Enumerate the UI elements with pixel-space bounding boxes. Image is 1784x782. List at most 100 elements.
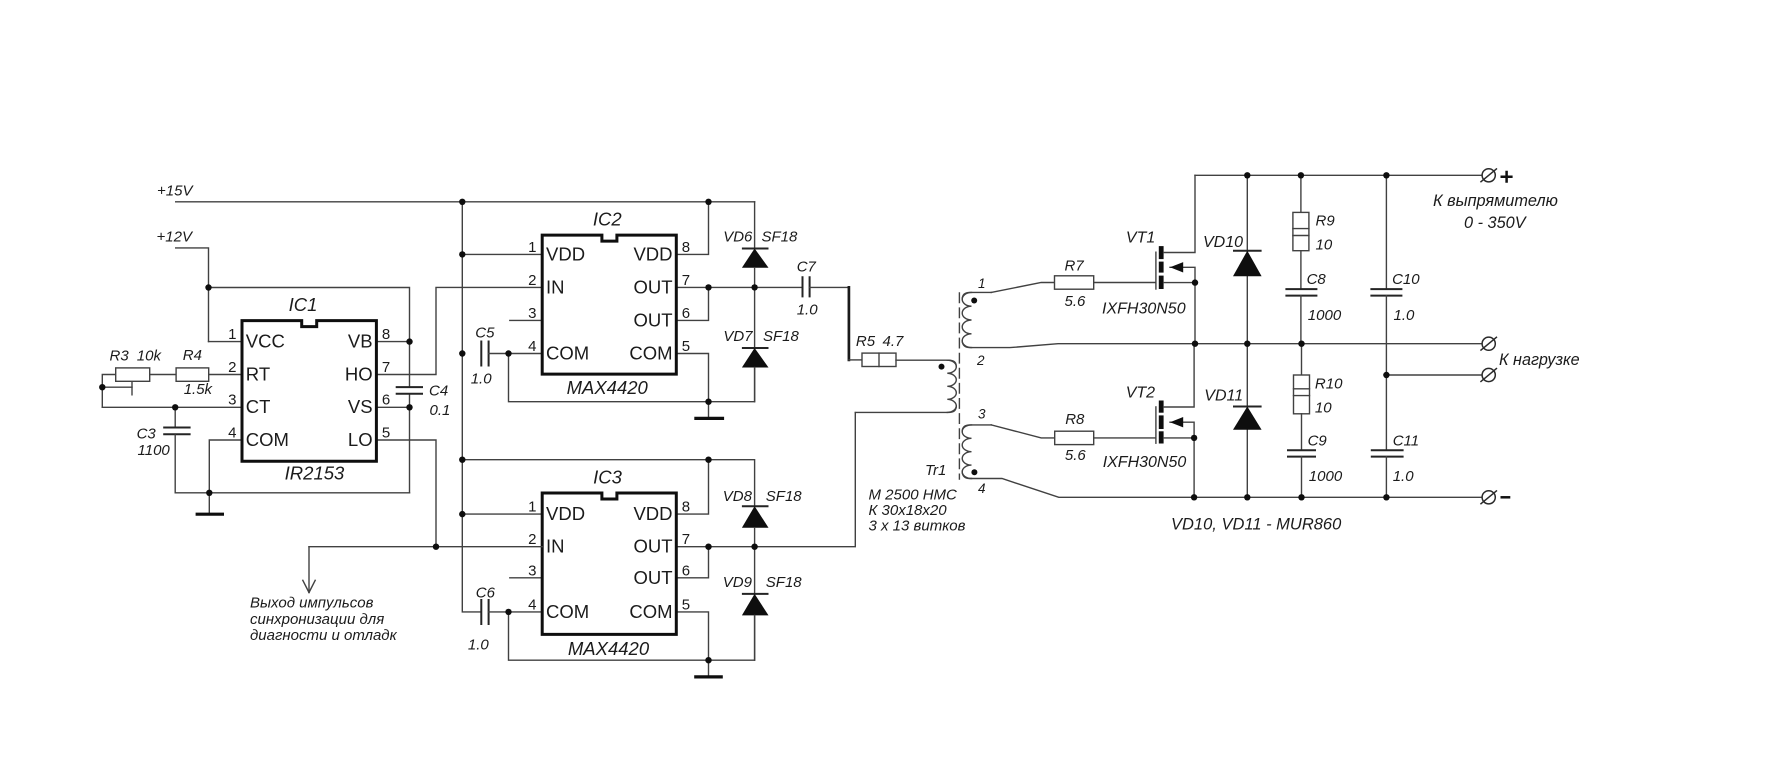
svg-text:VCC: VCC xyxy=(246,331,285,352)
svg-text:5: 5 xyxy=(382,425,390,442)
svg-text:1.0: 1.0 xyxy=(797,302,819,319)
svg-text:1000: 1000 xyxy=(1308,307,1342,324)
svg-text:синхронизации для: синхронизации для xyxy=(250,611,384,628)
svg-text:8: 8 xyxy=(382,326,390,343)
svg-text:7: 7 xyxy=(382,359,390,376)
svg-text:IC1: IC1 xyxy=(289,294,318,315)
svg-text:3: 3 xyxy=(528,562,536,579)
svg-text:OUT: OUT xyxy=(633,536,672,557)
svg-text:VD7: VD7 xyxy=(723,328,753,345)
svg-text:3 х 13 витков: 3 х 13 витков xyxy=(869,518,966,535)
svg-text:4: 4 xyxy=(528,596,536,613)
svg-text:4: 4 xyxy=(228,425,236,442)
svg-text:VD10: VD10 xyxy=(1203,234,1243,251)
svg-text:5: 5 xyxy=(682,596,690,613)
svg-text:Tr1: Tr1 xyxy=(925,462,946,479)
svg-text:Выход импульсов: Выход импульсов xyxy=(250,594,374,611)
svg-text:IXFH30N50: IXFH30N50 xyxy=(1102,301,1186,318)
svg-text:4: 4 xyxy=(528,338,536,355)
svg-text:1.0: 1.0 xyxy=(1393,468,1415,485)
svg-text:1100: 1100 xyxy=(138,442,171,459)
svg-text:VB: VB xyxy=(348,331,373,352)
svg-text:VT2: VT2 xyxy=(1126,384,1155,401)
svg-text:MAX4420: MAX4420 xyxy=(568,638,650,659)
svg-text:C4: C4 xyxy=(429,382,448,399)
svg-text:COM: COM xyxy=(246,429,289,450)
svg-text:IN: IN xyxy=(546,276,565,297)
svg-text:10k: 10k xyxy=(137,348,163,365)
svg-text:4: 4 xyxy=(978,481,986,496)
svg-text:1: 1 xyxy=(228,326,236,343)
svg-text:8: 8 xyxy=(682,239,690,256)
svg-text:SF18: SF18 xyxy=(762,228,799,245)
svg-text:8: 8 xyxy=(682,499,690,516)
svg-text:1: 1 xyxy=(528,239,536,256)
svg-text:IXFH30N50: IXFH30N50 xyxy=(1103,454,1187,471)
svg-text:5.6: 5.6 xyxy=(1065,447,1087,464)
svg-text:R8: R8 xyxy=(1065,411,1085,428)
svg-text:VT1: VT1 xyxy=(1126,229,1155,246)
svg-text:2: 2 xyxy=(228,359,236,376)
svg-text:1.0: 1.0 xyxy=(1394,307,1416,324)
svg-text:C10: C10 xyxy=(1392,271,1420,288)
svg-text:1.0: 1.0 xyxy=(471,370,493,387)
svg-text:М 2500 НМС: М 2500 НМС xyxy=(869,487,958,504)
svg-text:R10: R10 xyxy=(1315,375,1343,392)
svg-text:R3: R3 xyxy=(110,348,130,365)
svg-text:OUT: OUT xyxy=(633,309,672,330)
svg-text:VD11: VD11 xyxy=(1204,388,1243,405)
svg-text:IC3: IC3 xyxy=(593,467,623,488)
svg-text:1.0: 1.0 xyxy=(468,636,490,653)
svg-text:6: 6 xyxy=(682,562,690,579)
svg-text:4.7: 4.7 xyxy=(883,333,905,350)
svg-text:C8: C8 xyxy=(1307,271,1327,288)
svg-text:диагности и отладк: диагности и отладк xyxy=(250,627,398,644)
svg-text:К выпрямителю: К выпрямителю xyxy=(1433,192,1558,210)
svg-text:1: 1 xyxy=(528,499,536,516)
svg-text:OUT: OUT xyxy=(633,567,672,588)
svg-text:HO: HO xyxy=(345,364,373,385)
svg-text:OUT: OUT xyxy=(633,276,672,297)
svg-text:2: 2 xyxy=(528,531,536,548)
svg-text:C3: C3 xyxy=(137,425,157,442)
svg-text:5: 5 xyxy=(682,338,690,355)
svg-text:MAX4420: MAX4420 xyxy=(567,377,649,398)
svg-text:VDD: VDD xyxy=(546,503,585,524)
svg-text:VD9: VD9 xyxy=(723,574,753,591)
svg-text:IC2: IC2 xyxy=(593,209,623,230)
svg-text:IR2153: IR2153 xyxy=(285,463,345,484)
svg-text:VD10, VD11 - MUR860: VD10, VD11 - MUR860 xyxy=(1171,516,1342,534)
svg-text:К 30х18х20: К 30х18х20 xyxy=(869,502,948,519)
svg-text:COM: COM xyxy=(546,601,589,622)
svg-text:C6: C6 xyxy=(476,585,496,602)
svg-text:VDD: VDD xyxy=(633,503,672,524)
svg-text:C5: C5 xyxy=(475,324,495,341)
svg-text:VS: VS xyxy=(348,396,373,417)
svg-text:LO: LO xyxy=(348,429,373,450)
svg-text:3: 3 xyxy=(528,305,536,322)
svg-text:VDD: VDD xyxy=(546,243,585,264)
svg-text:2: 2 xyxy=(528,272,536,289)
svg-text:C11: C11 xyxy=(1393,433,1419,450)
svg-text:3: 3 xyxy=(978,407,986,422)
svg-text:R5: R5 xyxy=(856,333,876,350)
svg-text:7: 7 xyxy=(682,272,690,289)
svg-text:1: 1 xyxy=(978,276,986,291)
svg-text:R4: R4 xyxy=(183,347,202,364)
svg-text:10: 10 xyxy=(1316,237,1333,254)
svg-text:COM: COM xyxy=(629,343,672,364)
svg-text:C7: C7 xyxy=(797,259,817,276)
svg-text:К нагрузке: К нагрузке xyxy=(1499,351,1580,369)
svg-text:1.5k: 1.5k xyxy=(184,381,214,398)
svg-text:3: 3 xyxy=(228,392,236,409)
svg-text:R9: R9 xyxy=(1316,212,1336,229)
svg-text:CT: CT xyxy=(246,396,271,417)
svg-text:0.1: 0.1 xyxy=(430,402,451,419)
svg-text:VD6: VD6 xyxy=(723,228,753,245)
svg-text:6: 6 xyxy=(382,392,390,409)
svg-text:SF18: SF18 xyxy=(763,328,800,345)
svg-text:2: 2 xyxy=(976,353,985,368)
svg-text:5.6: 5.6 xyxy=(1065,293,1087,310)
svg-text:RT: RT xyxy=(246,364,270,385)
svg-text:1000: 1000 xyxy=(1309,468,1343,485)
